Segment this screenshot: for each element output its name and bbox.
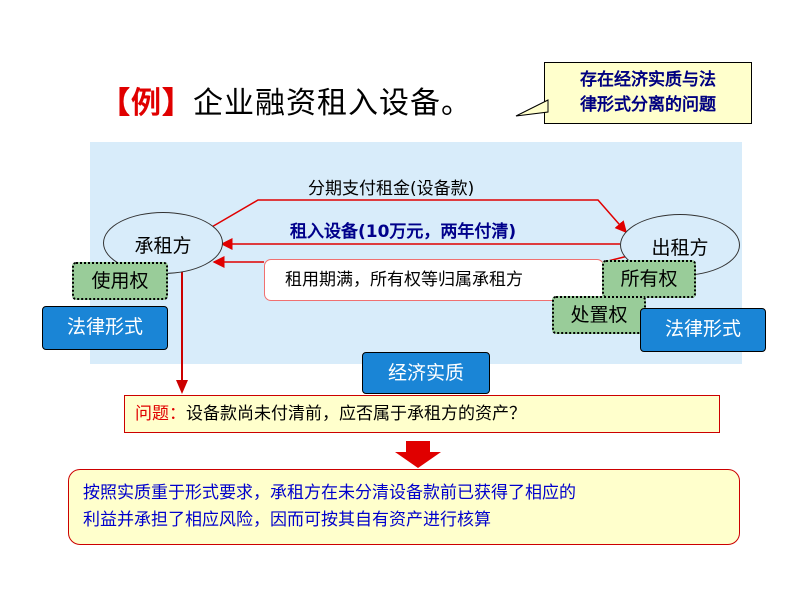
question-text: 设备款尚未付清前，应否属于承租方的资产？ <box>186 404 526 424</box>
payment-label: 分期支付租金(设备款) <box>308 179 475 199</box>
down-block-arrow <box>395 441 441 468</box>
lessee-label: 承租方 <box>134 235 192 257</box>
question-prefix: 问题： <box>135 404 186 424</box>
callout-line-1: 存在经济实质与法 <box>580 70 716 90</box>
ownership-right-box: 所有权 <box>602 260 696 298</box>
question-box: 问题：设备款尚未付清前，应否属于承租方的资产？ <box>124 395 720 433</box>
lessor-label: 出租方 <box>651 237 709 259</box>
vertical-arrow-head <box>176 380 188 394</box>
use-right-box: 使用权 <box>72 262 168 300</box>
ownership-transfer-note: 租用期满，所有权等归属承租方 <box>264 259 604 301</box>
economic-substance-box: 经济实质 <box>362 352 490 394</box>
callout-pointer <box>515 99 549 117</box>
answer-line-2: 利益并承担了相应风险，因而可按其自有资产进行核算 <box>83 510 491 530</box>
callout-line-2: 律形式分离的问题 <box>580 95 716 115</box>
answer-line-1: 按照实质重于形式要求，承租方在未分清设备款前已获得了相应的 <box>83 483 576 503</box>
equipment-label: 租入设备(10万元，两年付清) <box>290 222 517 242</box>
page-title: 【例】企业融资租入设备。 <box>100 78 472 122</box>
disposal-right-box: 处置权 <box>552 296 646 334</box>
title-text: 企业融资租入设备。 <box>193 86 472 121</box>
payment-arrow <box>209 199 627 234</box>
legal-form-left-box: 法律形式 <box>42 306 168 350</box>
callout-box: 存在经济实质与法 律形式分离的问题 <box>544 62 752 124</box>
answer-box: 按照实质重于形式要求，承租方在未分清设备款前已获得了相应的 利益并承担了相应风险… <box>68 469 740 545</box>
legal-form-right-box: 法律形式 <box>640 308 766 352</box>
title-bracket: 【例】 <box>100 86 193 121</box>
